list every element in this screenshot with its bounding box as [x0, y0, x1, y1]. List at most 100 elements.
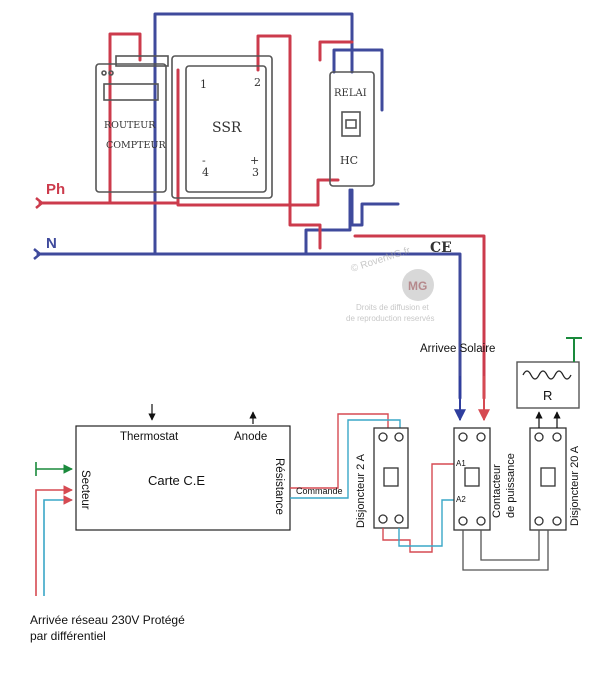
disjoncteur-20a: [529, 427, 567, 531]
commande-label: Commande: [296, 486, 343, 496]
ssr-minus-sign: -: [202, 154, 206, 167]
relay-body: [329, 71, 375, 187]
watermark-sub-2: de reproduction reservés: [346, 314, 435, 323]
reseau-label-2: par différentiel: [30, 629, 106, 643]
neutral-input-arrow: [33, 248, 42, 260]
contacteur-terminal-br: [476, 516, 486, 526]
watermark-title: © RoverMG.fr: [350, 245, 413, 275]
phase-input-arrow: [35, 197, 44, 209]
contacteur-label-2: de puissance: [505, 453, 517, 518]
reseau-label-1: Arrivée réseau 230V Protégé: [30, 613, 185, 627]
contacteur-a1: A1: [456, 459, 466, 468]
neutral-relay-left: [332, 48, 384, 112]
phase-wires: [38, 32, 486, 400]
router-counter-label: COMPTEUR: [106, 140, 166, 151]
schematic: Arrivee Solaire R Carte C.E Thermostat A…: [30, 337, 582, 643]
disj2-terminal-tl: [378, 432, 388, 442]
carte-ce-box: [75, 425, 291, 531]
disj20-window: [540, 467, 556, 487]
contacteur-label-1: Contacteur: [491, 464, 503, 518]
relay-switch-knob: [345, 119, 357, 129]
ssr-pin-2: 2: [254, 76, 261, 89]
ssr-pin-4: 4: [202, 166, 209, 179]
disj20-terminal-tr: [552, 432, 562, 442]
disj2-terminal-bl: [378, 514, 388, 524]
resistance-output-label: Résistance: [273, 458, 285, 515]
phase-ssr-loop: [256, 34, 322, 250]
watermark-sub-1: Droits de diffusion et: [356, 303, 430, 312]
relay-label: RELAI: [334, 88, 367, 99]
contacteur-window: [464, 467, 480, 487]
contacteur: [453, 427, 491, 531]
earth-symbol: [566, 337, 582, 362]
phase-main-line: [38, 201, 290, 207]
earth-input: [35, 462, 72, 476]
contacteur-terminal-bl: [458, 516, 468, 526]
disj2-window: [383, 467, 399, 487]
disj20-terminal-tl: [534, 432, 544, 442]
phase-to-contactor: [353, 234, 486, 400]
hand-sketch: ROUTEUR COMPTEUR SSR 1 2 4 3 - + RELAI H…: [33, 12, 486, 400]
contacteur-a2: A2: [456, 495, 466, 504]
contactor-to-disj20: [462, 530, 549, 571]
relay-box: [329, 71, 375, 187]
router-body: [95, 63, 167, 193]
disj20-body: [529, 427, 567, 531]
relay-switch: [341, 111, 361, 137]
commande-cyan-wire: [290, 419, 401, 499]
carte-ce: Carte C.E Thermostat Anode Secteur Résis…: [75, 404, 291, 531]
watermark: © RoverMG.fr MG Droits de diffusion et d…: [346, 245, 435, 323]
carte-ce-title: Carte C.E: [148, 473, 205, 488]
thermostat-label: Thermostat: [120, 431, 179, 443]
phase-relay-top: [318, 40, 354, 62]
relay-hc-label: HC: [340, 154, 358, 167]
ce-label: CE: [430, 240, 452, 256]
router-display: [103, 83, 159, 101]
router-top-bar: [115, 55, 169, 67]
anode-label: Anode: [234, 431, 267, 443]
ssr-plus-sign: +: [250, 154, 259, 167]
disj20-label: Disjoncteur 20 A: [569, 445, 581, 526]
router-led-2: [108, 70, 114, 76]
watermark-logo-badge: [402, 269, 434, 301]
phase-label: Ph: [46, 181, 65, 198]
secteur-label: Secteur: [79, 470, 91, 510]
disjoncteur-2a: [373, 427, 409, 529]
neutral-right-horizontal: [153, 252, 462, 400]
contacteur-terminal-tr: [476, 432, 486, 442]
resistance-element: R: [516, 337, 582, 409]
secteur-red-input: [35, 485, 73, 596]
resistance-r-label: R: [543, 388, 552, 403]
power-wire-outer: [462, 530, 549, 571]
phase-to-router: [108, 32, 142, 205]
disj20-terminal-br: [552, 516, 562, 526]
resistance-box: [516, 361, 580, 409]
commande-red-wire: [290, 413, 389, 489]
power-wire-inner: [480, 530, 540, 561]
card-inputs: [35, 462, 73, 596]
ssr-body: [185, 65, 267, 193]
ssr-pin-3: 3: [252, 166, 259, 179]
router-box: [95, 55, 169, 193]
disj2-terminal-tr: [394, 432, 404, 442]
disj2-terminal-br: [394, 514, 404, 524]
coil-cyan-wire: [398, 499, 456, 547]
secteur-cyan-input: [43, 495, 73, 596]
ssr-pin-1: 1: [200, 78, 207, 91]
router-label: ROUTEUR: [104, 120, 156, 131]
neutral-label: N: [46, 235, 57, 252]
contacteur-body: [453, 427, 491, 531]
resistance-coil: [522, 370, 572, 380]
neutral-relay-right: [350, 188, 400, 227]
phase-relay-feed: [286, 178, 340, 207]
neutral-lower: [304, 188, 352, 256]
ssr-label: SSR: [212, 120, 242, 136]
disj20-terminal-bl: [534, 516, 544, 526]
watermark-logo-text: MG: [408, 279, 427, 293]
disj2-label: Disjoncteur 2 A: [355, 453, 367, 528]
disj2-body: [373, 427, 409, 529]
commande-wires: [290, 413, 401, 499]
coil-red-wire: [382, 463, 456, 553]
ssr-box: [171, 55, 273, 199]
